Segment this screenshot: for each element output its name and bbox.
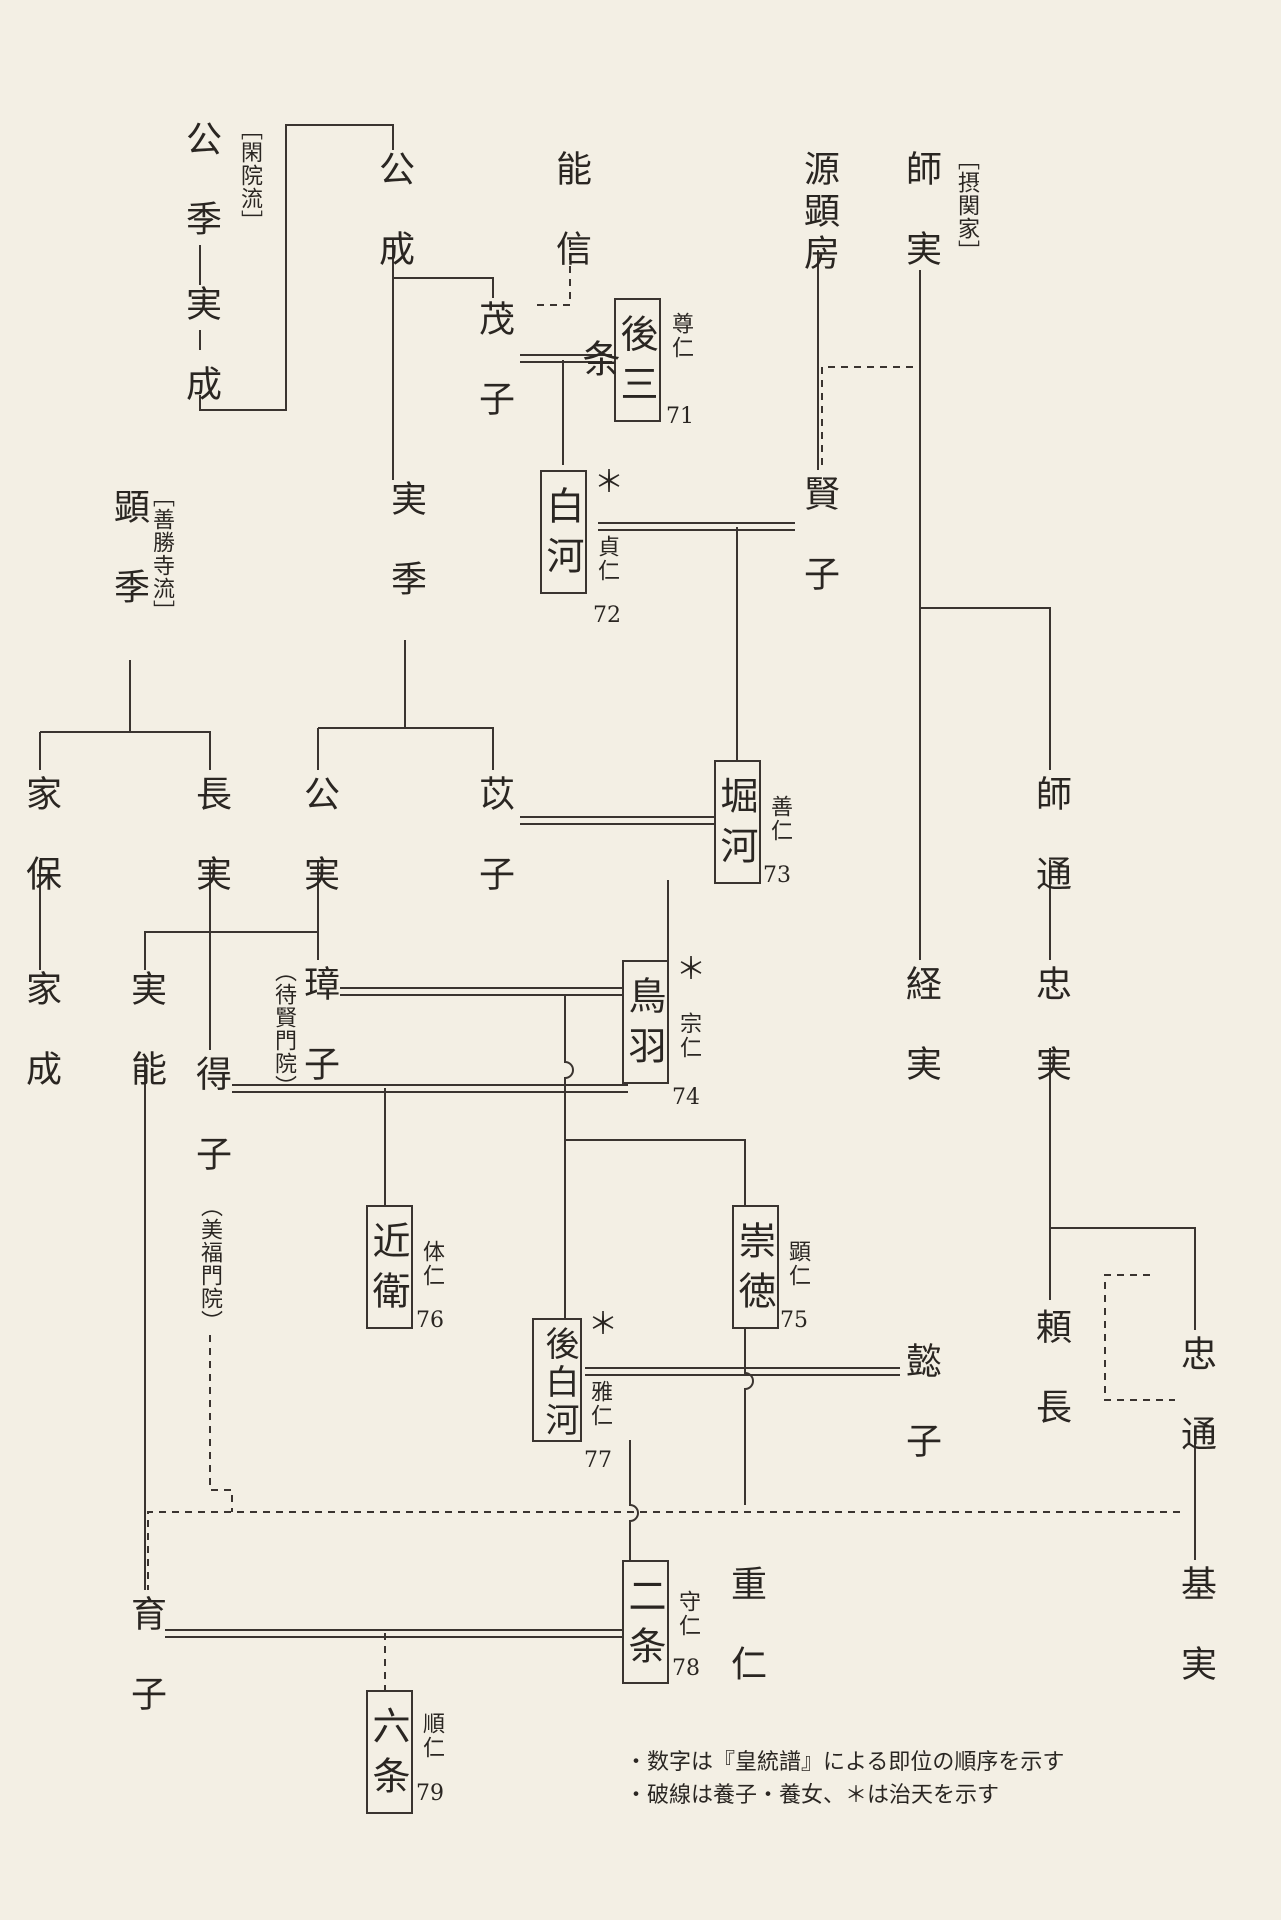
emperor-rokujo-box: 六条 [366, 1690, 413, 1814]
person-tokushi: 得子 [190, 1055, 231, 1215]
person-shigeko: 茂子 [473, 300, 514, 460]
person-akisue: 顕季 [108, 488, 149, 648]
emperor-horikawa-number: 73 [763, 863, 791, 888]
person-motozane: 基実 [1175, 1565, 1216, 1725]
taikenmonin-label: （待賢門院） [271, 960, 296, 1098]
sekkan-branch-label: ［摂関家］ [954, 148, 979, 263]
emperor-rokujo-personal-name: 順仁 [419, 1712, 444, 1760]
person-tsunezane: 経実 [900, 965, 941, 1125]
bifukumonin-label: （美福門院） [197, 1195, 222, 1333]
emperor-shirakawa-box: 白河 [540, 470, 587, 594]
emperor-gosanjo-box: 後三条 [576, 298, 661, 422]
emperor-konoe-number: 76 [416, 1308, 444, 1333]
emperor-shirakawa-chiten-mark: ＊ [594, 465, 624, 500]
person-sanenou: 実能 [125, 970, 166, 1130]
emperor-goshirakawa-personal-name: 雅仁 [587, 1380, 612, 1428]
person-kenshi: 賢子 [798, 475, 839, 635]
person-ikushi: 育子 [125, 1595, 166, 1755]
emperor-horikawa-box: 堀河 [714, 760, 761, 884]
person-sanenari: 実成 [180, 285, 221, 445]
emperor-gosanjo-personal-name: 尊仁 [668, 312, 693, 360]
person-ishi: 苡子 [473, 775, 514, 935]
emperor-gosanjo-number: 71 [666, 404, 694, 429]
emperor-nijo-box: 二条 [622, 1560, 669, 1684]
person-ishi-wife: 懿子 [900, 1342, 941, 1502]
emperor-toba-personal-name: 宗仁 [676, 1012, 701, 1060]
emperor-sutoku-number: 75 [780, 1308, 808, 1333]
kanin-branch-label: ［閑院流］ [237, 118, 262, 233]
emperor-shirakawa-personal-name: 貞仁 [594, 535, 619, 583]
person-moromichi: 師通 [1030, 775, 1071, 935]
emperor-konoe-personal-name: 体仁 [419, 1240, 444, 1288]
emperor-sutoku-personal-name: 顕仁 [785, 1240, 810, 1288]
person-yorinaga: 頼長 [1030, 1308, 1071, 1468]
person-nagazane: 長実 [190, 775, 231, 935]
emperor-toba-number: 74 [672, 1085, 700, 1110]
note-numbers: ・数字は『皇統譜』による即位の順序を示す [625, 1750, 1065, 1775]
person-kinnari: 公成 [373, 150, 414, 310]
emperor-nijo-personal-name: 守仁 [675, 1590, 700, 1638]
person-tadazane: 忠実 [1030, 965, 1071, 1125]
person-minamoto-akifusa: 源顕房 [798, 150, 839, 276]
emperor-toba-box: 鳥羽 [622, 960, 669, 1084]
person-shigehito: 重仁 [725, 1565, 766, 1725]
note-dashed-lines: ・破線は養子・養女、＊は治天を示す [625, 1783, 1000, 1808]
emperor-sutoku-box: 崇徳 [732, 1205, 779, 1329]
person-tamako: 璋子 [298, 965, 339, 1125]
person-sanesue: 実季 [385, 480, 426, 640]
person-morozane: 師実 [900, 150, 941, 310]
emperor-shirakawa-number: 72 [593, 603, 621, 628]
person-ieyasu: 家保 [20, 775, 61, 935]
person-iesei: 家成 [20, 970, 61, 1130]
emperor-nijo-number: 78 [672, 1656, 700, 1681]
person-kinsue: 公季 [180, 120, 221, 280]
emperor-goshirakawa-number: 77 [584, 1448, 612, 1473]
emperor-konoe-box: 近衛 [366, 1205, 413, 1329]
person-tadamichi: 忠通 [1175, 1335, 1216, 1495]
person-kinzane: 公実 [298, 775, 339, 935]
emperor-goshirakawa-chiten-mark: ＊ [588, 1307, 618, 1342]
zenshoji-branch-label: ［善勝寺流］ [149, 485, 174, 623]
emperor-horikawa-personal-name: 善仁 [767, 795, 792, 843]
person-yoshinobu: 能信 [550, 150, 591, 310]
emperor-rokujo-number: 79 [416, 1781, 444, 1806]
emperor-toba-chiten-mark: ＊ [676, 952, 706, 987]
emperor-goshirakawa-box: 後白河 [532, 1318, 582, 1442]
